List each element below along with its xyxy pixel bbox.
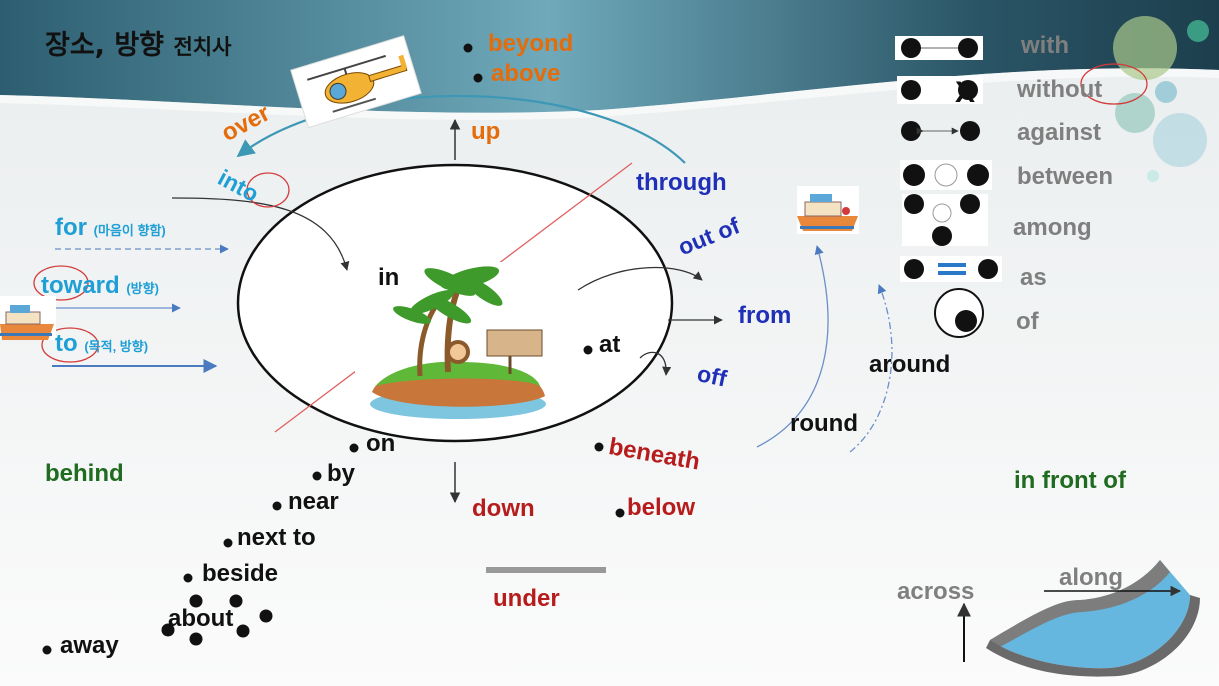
legend-with: with xyxy=(1021,32,1069,59)
island-image xyxy=(355,262,548,422)
word-up: up xyxy=(471,118,501,145)
word-across: across xyxy=(897,578,975,605)
legend-of: of xyxy=(1016,308,1039,335)
word-round: round xyxy=(790,410,858,437)
under-bar xyxy=(486,567,606,573)
word-from: from xyxy=(738,302,792,329)
word-for: for (마음이 향함) xyxy=(55,216,166,240)
word-away: away xyxy=(60,632,119,659)
word-above: above xyxy=(491,60,561,87)
word-behind: behind xyxy=(45,460,124,487)
word-to-label: to xyxy=(55,330,78,357)
word-about: about xyxy=(168,605,234,632)
helicopter-image xyxy=(290,35,422,129)
word-along: along xyxy=(1059,564,1123,591)
word-to-note: (목적, 방향) xyxy=(84,339,149,354)
word-through: through xyxy=(636,169,727,196)
legend-among: among xyxy=(1013,214,1092,241)
word-toward-label: toward xyxy=(41,272,120,299)
title-main: 장소, 방향 xyxy=(45,30,165,61)
boat-image-right xyxy=(797,186,859,234)
boat-image-left xyxy=(0,296,56,340)
word-near: near xyxy=(288,488,339,515)
word-in: in xyxy=(378,264,400,291)
word-off: off xyxy=(695,360,730,392)
word-for-note: (마음이 향함) xyxy=(93,223,166,238)
legend-without: without xyxy=(1017,76,1103,103)
word-below: below xyxy=(627,494,696,521)
word-toward: toward (방향) xyxy=(41,274,159,298)
word-beside: beside xyxy=(202,560,279,587)
word-down: down xyxy=(472,495,535,522)
word-next-to: next to xyxy=(237,524,316,551)
legend-symbols: X xyxy=(895,36,1002,338)
word-for-label: for xyxy=(55,214,87,241)
over-arc xyxy=(236,94,686,164)
legend-as: as xyxy=(1020,264,1047,291)
word-under: under xyxy=(493,585,560,612)
word-by: by xyxy=(327,460,356,487)
legend-between: between xyxy=(1017,163,1114,190)
word-to: to (목적, 방향) xyxy=(55,332,148,356)
word-beyond: beyond xyxy=(488,30,574,57)
river-image xyxy=(986,560,1200,677)
word-toward-note: (방향) xyxy=(126,281,159,296)
title-sub: 전치사 xyxy=(173,35,232,59)
word-in-front-of: in front of xyxy=(1014,467,1126,494)
legend-against: against xyxy=(1017,119,1102,146)
word-on: on xyxy=(366,430,396,457)
bubble-decoration xyxy=(1113,16,1177,80)
svg-text:X: X xyxy=(955,76,975,109)
page-title: 장소, 방향 전치사 xyxy=(45,32,231,59)
word-at: at xyxy=(599,331,621,358)
word-around: around xyxy=(869,351,951,378)
